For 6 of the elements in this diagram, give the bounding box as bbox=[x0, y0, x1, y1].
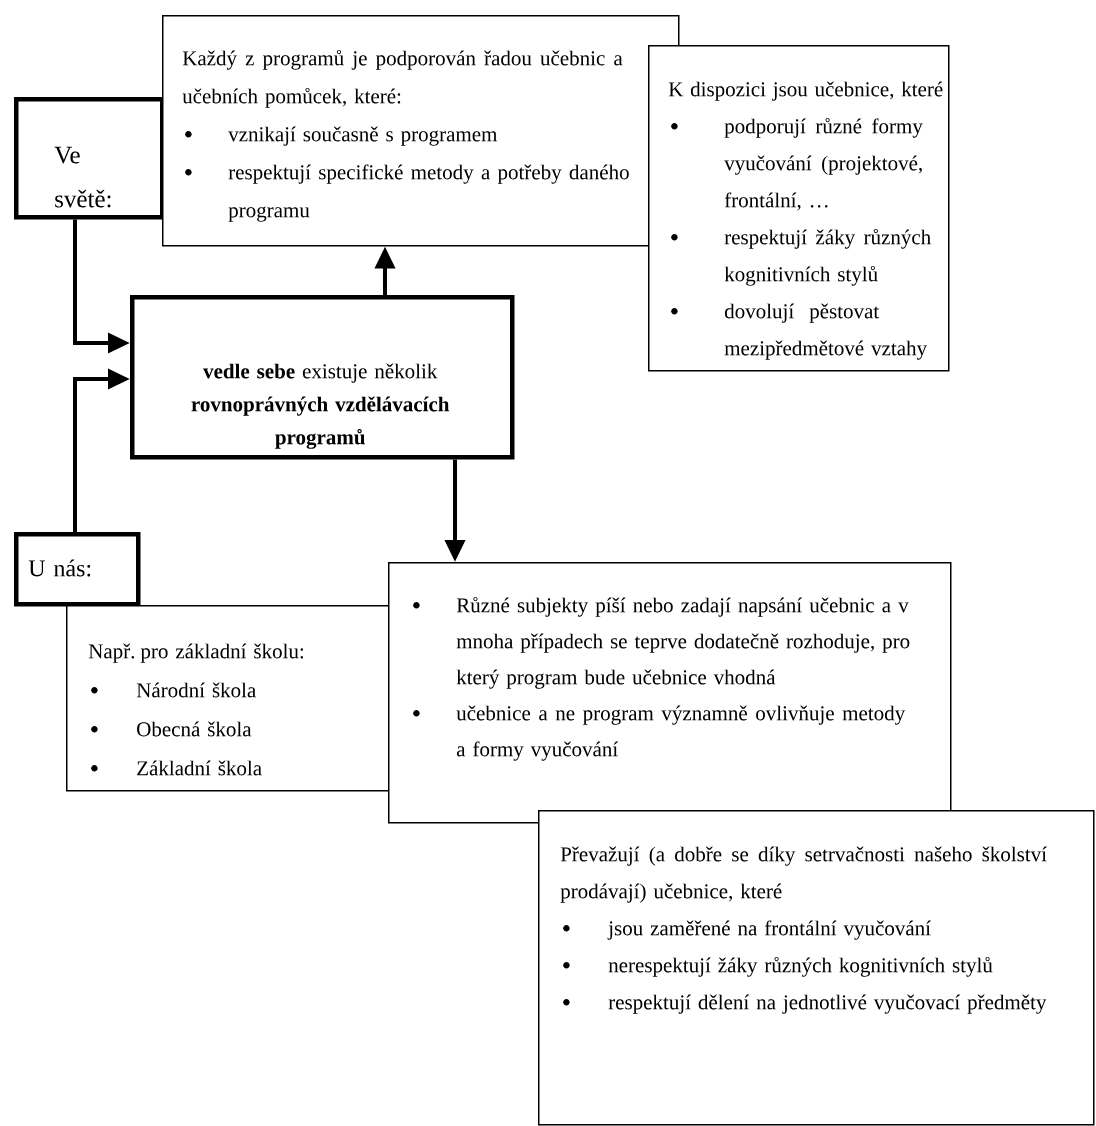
text-box: vedle sebe existuje několik rovnoprávných vzdělávacích programů bbox=[130, 295, 515, 460]
text-box: Ve světě: bbox=[14, 97, 165, 220]
text-box: K dispozici jsou učebnice, které podporují různé formy vyučování (projektové, frontální, … respektují žáky různých kognitivních stylů dovolují pěstovat mezipředmětové vztahy bbox=[648, 45, 950, 372]
text-box: U nás: bbox=[14, 532, 141, 607]
text-box: Např. pro základní školu: Národní škola Obecná škola Základní škola bbox=[66, 605, 392, 792]
text-box: Převažují (a dobře se díky setrvačnosti našeho školství prodávají) učebnice, které jsou zaměřené na frontální vyučování nerespektují žáky různých kognitivních stylů respektují dělení na jednotlivé vyučovací předměty bbox=[538, 810, 1095, 1126]
